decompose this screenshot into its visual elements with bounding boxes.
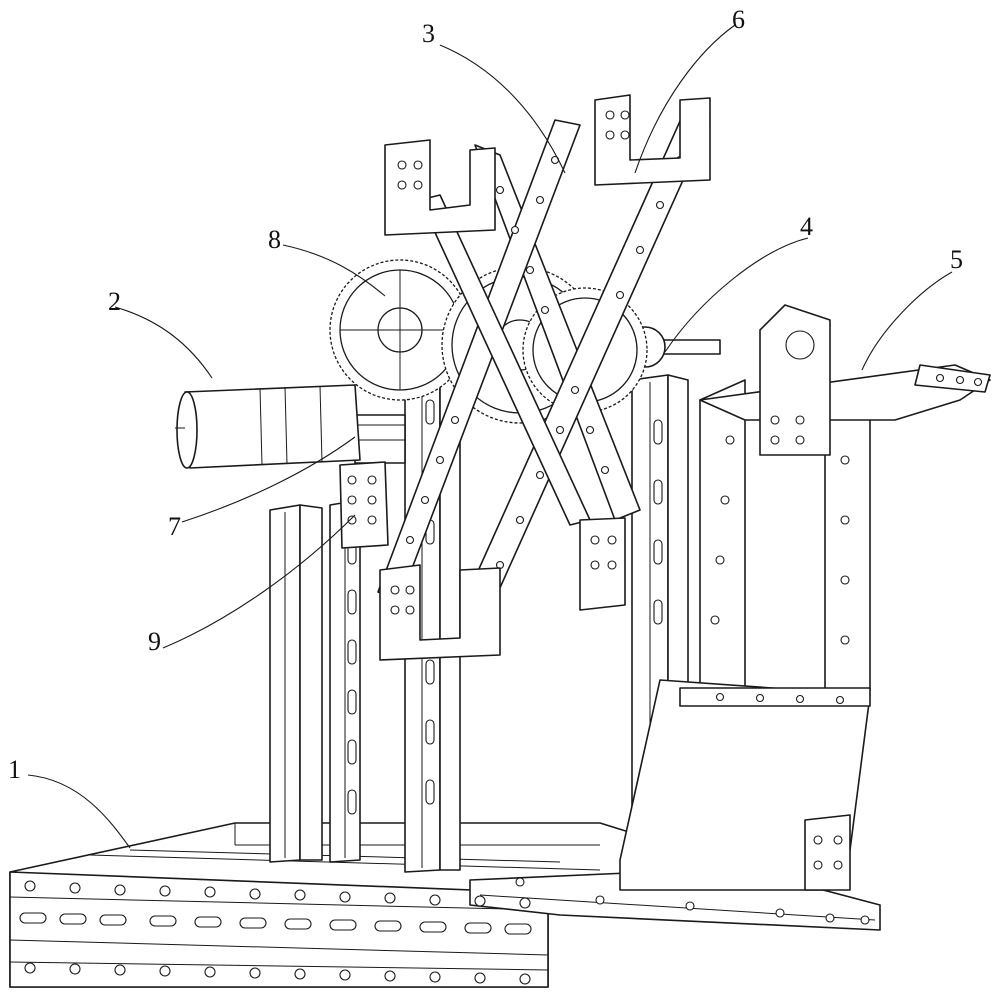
leader-6 [634,24,736,174]
callout-7: 7 [168,512,181,541]
left-upright-columns [269,499,361,863]
callout-9: 9 [148,627,161,656]
cross-arm-holes [405,155,685,570]
leader-9 [162,514,356,649]
callout-labels: 1 2 3 4 5 6 7 8 9 [8,5,963,784]
callout-2: 2 [108,287,121,316]
callout-8: 8 [268,225,281,254]
base-front-holes [19,877,870,985]
leader-4 [664,237,809,353]
callout-1: 1 [8,755,21,784]
leader-3 [439,44,566,174]
leader-2 [114,306,213,379]
callout-6: 6 [732,5,745,34]
leader-1 [27,774,131,849]
motor-bracket [339,461,389,549]
drive-motor [175,384,361,469]
leader-8 [282,244,386,297]
bucket-brackets [379,94,711,661]
leader-lines [27,24,953,849]
leader-5 [861,271,953,371]
callout-3: 3 [422,19,435,48]
right-swing-frame [619,304,991,891]
callout-4: 4 [800,212,813,241]
leader-7 [181,436,356,523]
callout-5: 5 [950,245,963,274]
cross-arm-assembly [377,109,711,611]
